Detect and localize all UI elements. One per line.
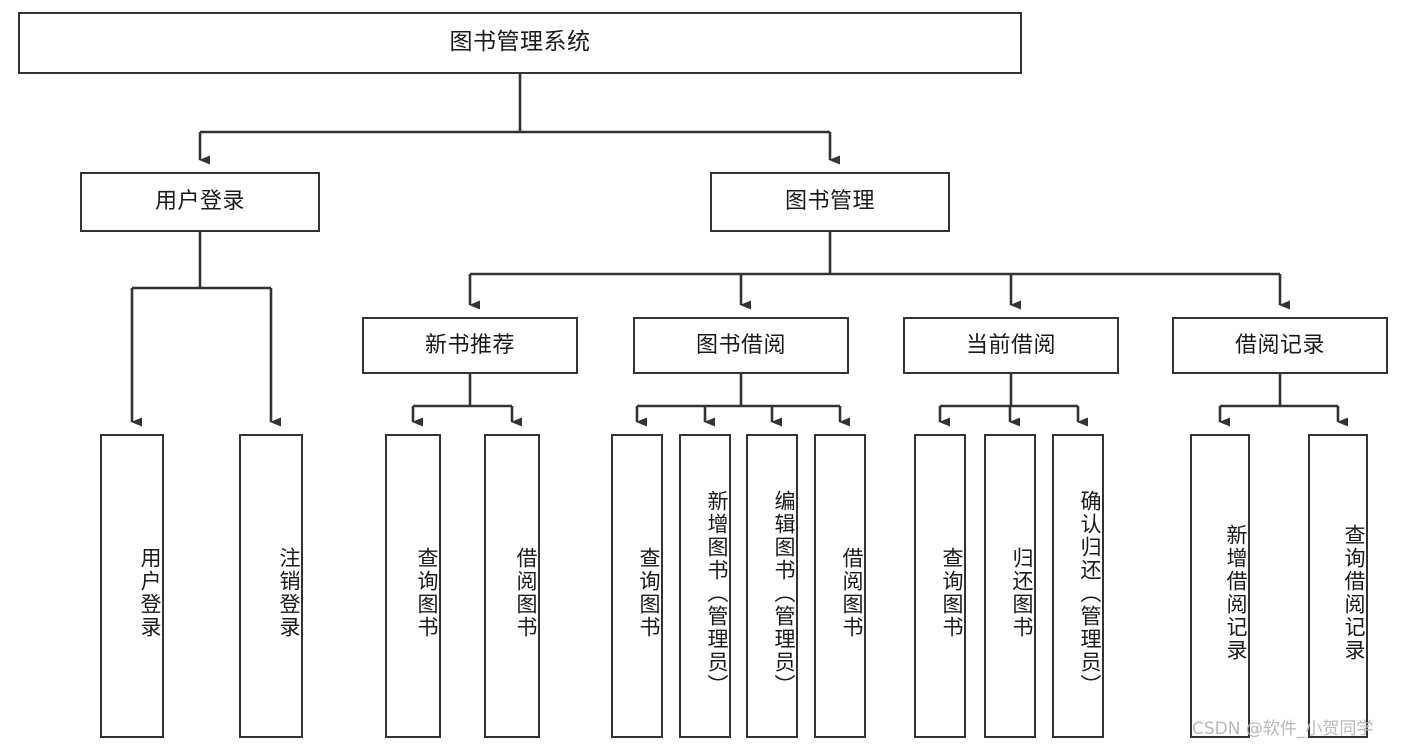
node-leaf-edit-book[interactable]: 编辑图书（管理员） bbox=[746, 434, 798, 738]
node-current-borrow[interactable]: 当前借阅 bbox=[903, 317, 1119, 374]
node-leaf-borrow-book-rec[interactable]: 借阅图书 bbox=[484, 434, 540, 738]
node-book-manage[interactable]: 图书管理 bbox=[710, 172, 950, 232]
node-leaf-return-book[interactable]: 归还图书 bbox=[984, 434, 1036, 738]
node-root[interactable]: 图书管理系统 bbox=[18, 12, 1022, 74]
node-leaf-query-book-rec[interactable]: 查询图书 bbox=[385, 434, 441, 738]
node-leaf-logout[interactable]: 注销登录 bbox=[239, 434, 303, 738]
node-borrow-record[interactable]: 借阅记录 bbox=[1172, 317, 1388, 374]
node-leaf-add-record[interactable]: 新增借阅记录 bbox=[1190, 434, 1250, 738]
node-book-borrow[interactable]: 图书借阅 bbox=[633, 317, 849, 374]
node-new-book-rec[interactable]: 新书推荐 bbox=[362, 317, 578, 374]
node-leaf-query-record[interactable]: 查询借阅记录 bbox=[1308, 434, 1368, 738]
node-leaf-query-book-bb[interactable]: 查询图书 bbox=[611, 434, 663, 738]
node-leaf-query-book-cb[interactable]: 查询图书 bbox=[914, 434, 966, 738]
node-leaf-confirm-return[interactable]: 确认归还（管理员） bbox=[1052, 434, 1104, 738]
node-leaf-user-login[interactable]: 用户登录 bbox=[100, 434, 164, 738]
node-leaf-borrow-book-bb[interactable]: 借阅图书 bbox=[814, 434, 866, 738]
csdn-watermark: CSDN @软件_小贺同学 bbox=[1192, 719, 1374, 739]
node-leaf-add-book[interactable]: 新增图书（管理员） bbox=[679, 434, 731, 738]
node-user-login[interactable]: 用户登录 bbox=[80, 172, 320, 232]
